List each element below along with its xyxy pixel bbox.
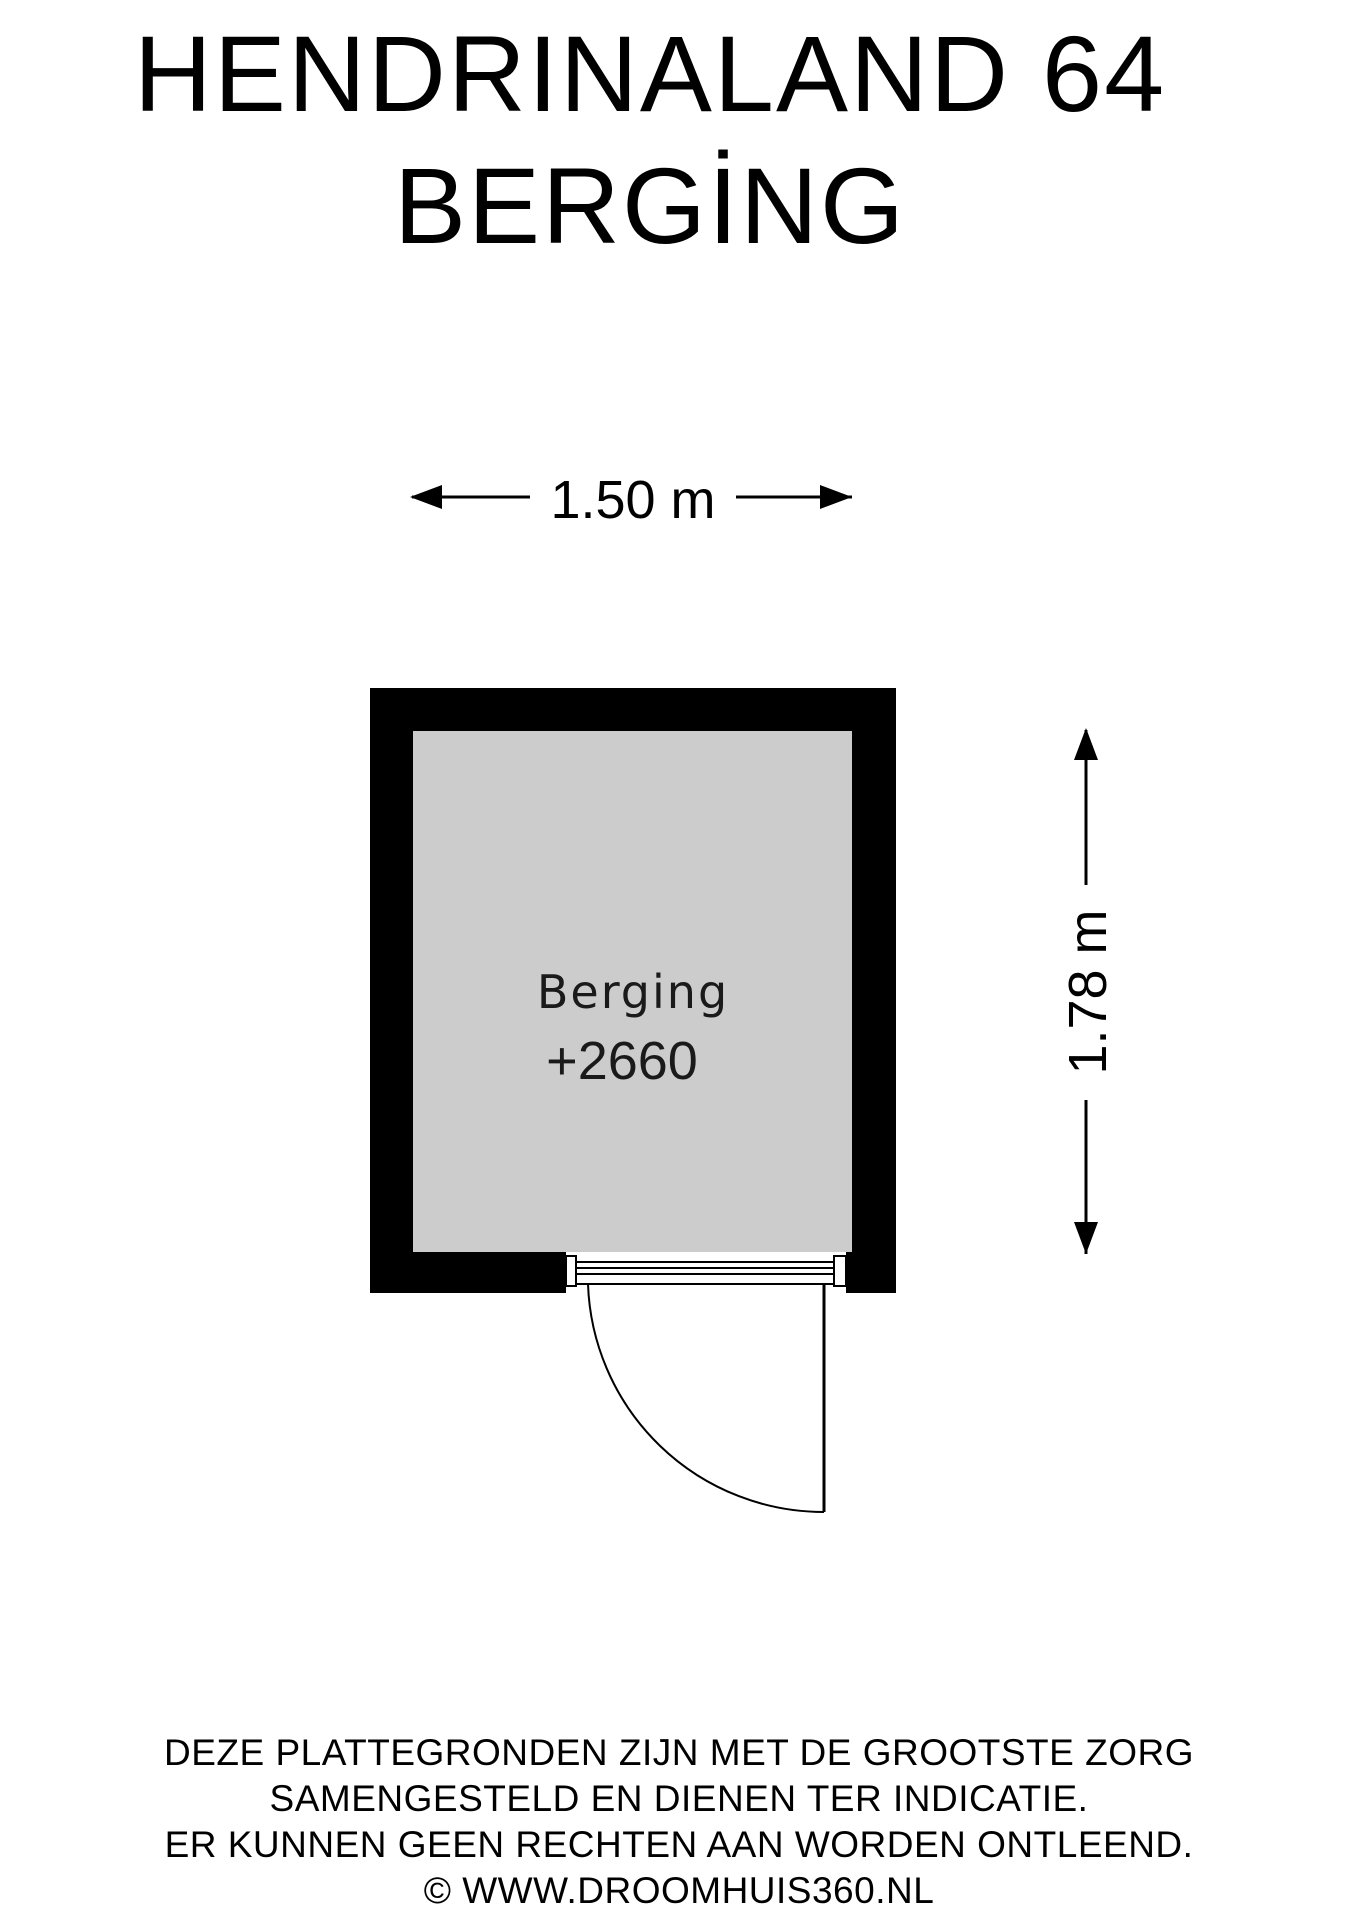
door-swing-arc xyxy=(587,1283,825,1513)
copyright-link[interactable]: © WWW.DROOMHUIS360.NL xyxy=(423,1870,935,1911)
width-label: 1.50 m xyxy=(550,470,715,530)
door-jamb-left xyxy=(565,1255,577,1287)
title-address: HENDRINALAND 64 xyxy=(133,13,1167,134)
disclaimer-line: DEZE PLATTEGRONDEN ZIJN MET DE GROOTSTE … xyxy=(164,1732,1194,1773)
width-dimension: 1.50 m xyxy=(410,470,852,530)
height-label: 1.78 m xyxy=(1058,909,1118,1074)
arrow-up-icon xyxy=(1074,728,1098,760)
room-interior xyxy=(413,731,852,1252)
arrow-right-icon xyxy=(820,485,852,509)
room-berging: Berging +2660 xyxy=(370,688,896,1513)
height-dimension: 1.78 m xyxy=(1058,728,1118,1254)
door-jamb-right xyxy=(833,1255,847,1287)
disclaimer-line: ER KUNNEN GEEN RECHTEN AAN WORDEN ONTLEE… xyxy=(164,1824,1194,1865)
room-level-label: +2660 xyxy=(546,1031,698,1091)
arrow-left-icon xyxy=(410,485,442,509)
disclaimer-line: SAMENGESTELD EN DIENEN TER INDICATIE. xyxy=(269,1778,1089,1819)
disclaimer: DEZE PLATTEGRONDEN ZIJN MET DE GROOTSTE … xyxy=(0,1730,1358,1914)
room-name-label: Berging xyxy=(537,965,729,1019)
arrow-down-icon xyxy=(1074,1222,1098,1254)
title-room-name: BERGİNG xyxy=(393,145,907,266)
door-opening xyxy=(566,1252,846,1293)
